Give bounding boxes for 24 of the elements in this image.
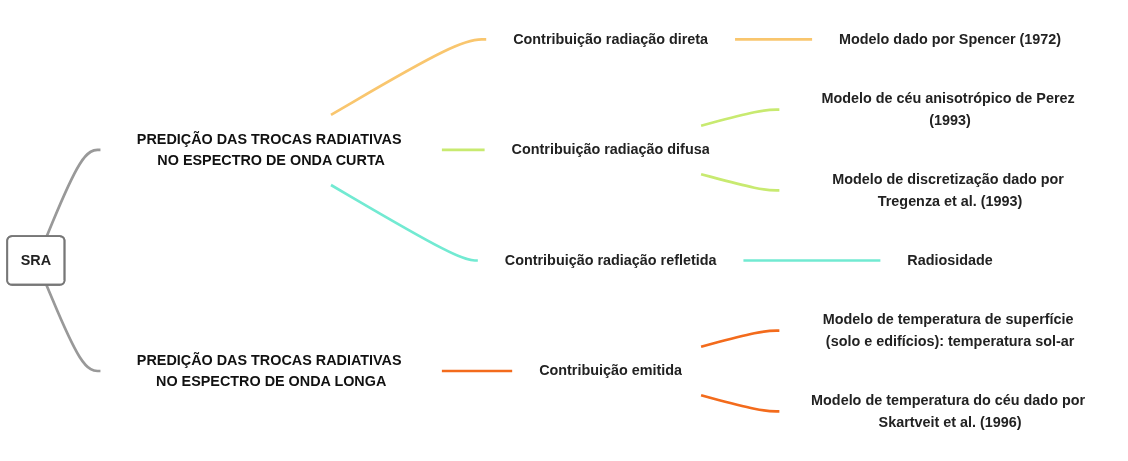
connector bbox=[45, 148, 101, 237]
connector bbox=[45, 284, 101, 373]
node-text: Modelo de temperatura do céu dado por Skartveit et al. (1996) bbox=[811, 392, 1086, 430]
node-text: Contribuição radiação difusa bbox=[511, 141, 710, 157]
connector bbox=[743, 258, 881, 262]
connector bbox=[700, 172, 780, 192]
node-text: Radiosidade bbox=[907, 252, 993, 268]
node-text: PREDIÇÃO DAS TROCAS RADIATIVAS NO ESPECTRO DE ONDA LONGA bbox=[136, 351, 402, 389]
connector bbox=[330, 37, 487, 116]
node-text: Contribuição radiação direta bbox=[513, 31, 709, 47]
connector bbox=[441, 148, 485, 151]
connector bbox=[735, 37, 813, 41]
connector bbox=[441, 369, 513, 373]
node-text: Modelo dado por Spencer (1972) bbox=[839, 31, 1062, 47]
node-text: Modelo de temperatura de superfície (solo e edifícios): temperatura sol-ar bbox=[822, 311, 1075, 349]
node-text: Contribuição emitida bbox=[539, 362, 683, 378]
node-text: Modelo de céu anisotrópico de Perez (1993) bbox=[821, 90, 1075, 128]
connector bbox=[700, 328, 780, 348]
connector bbox=[700, 107, 780, 127]
connector bbox=[330, 183, 478, 262]
node-text: Contribuição radiação refletida bbox=[504, 252, 717, 268]
connector bbox=[700, 393, 780, 413]
node-text: PREDIÇÃO DAS TROCAS RADIATIVAS NO ESPECTRO DE ONDA CURTA bbox=[136, 130, 402, 168]
node-text: Modelo de discretização dado por Tregenza et al. (1993) bbox=[832, 171, 1064, 209]
